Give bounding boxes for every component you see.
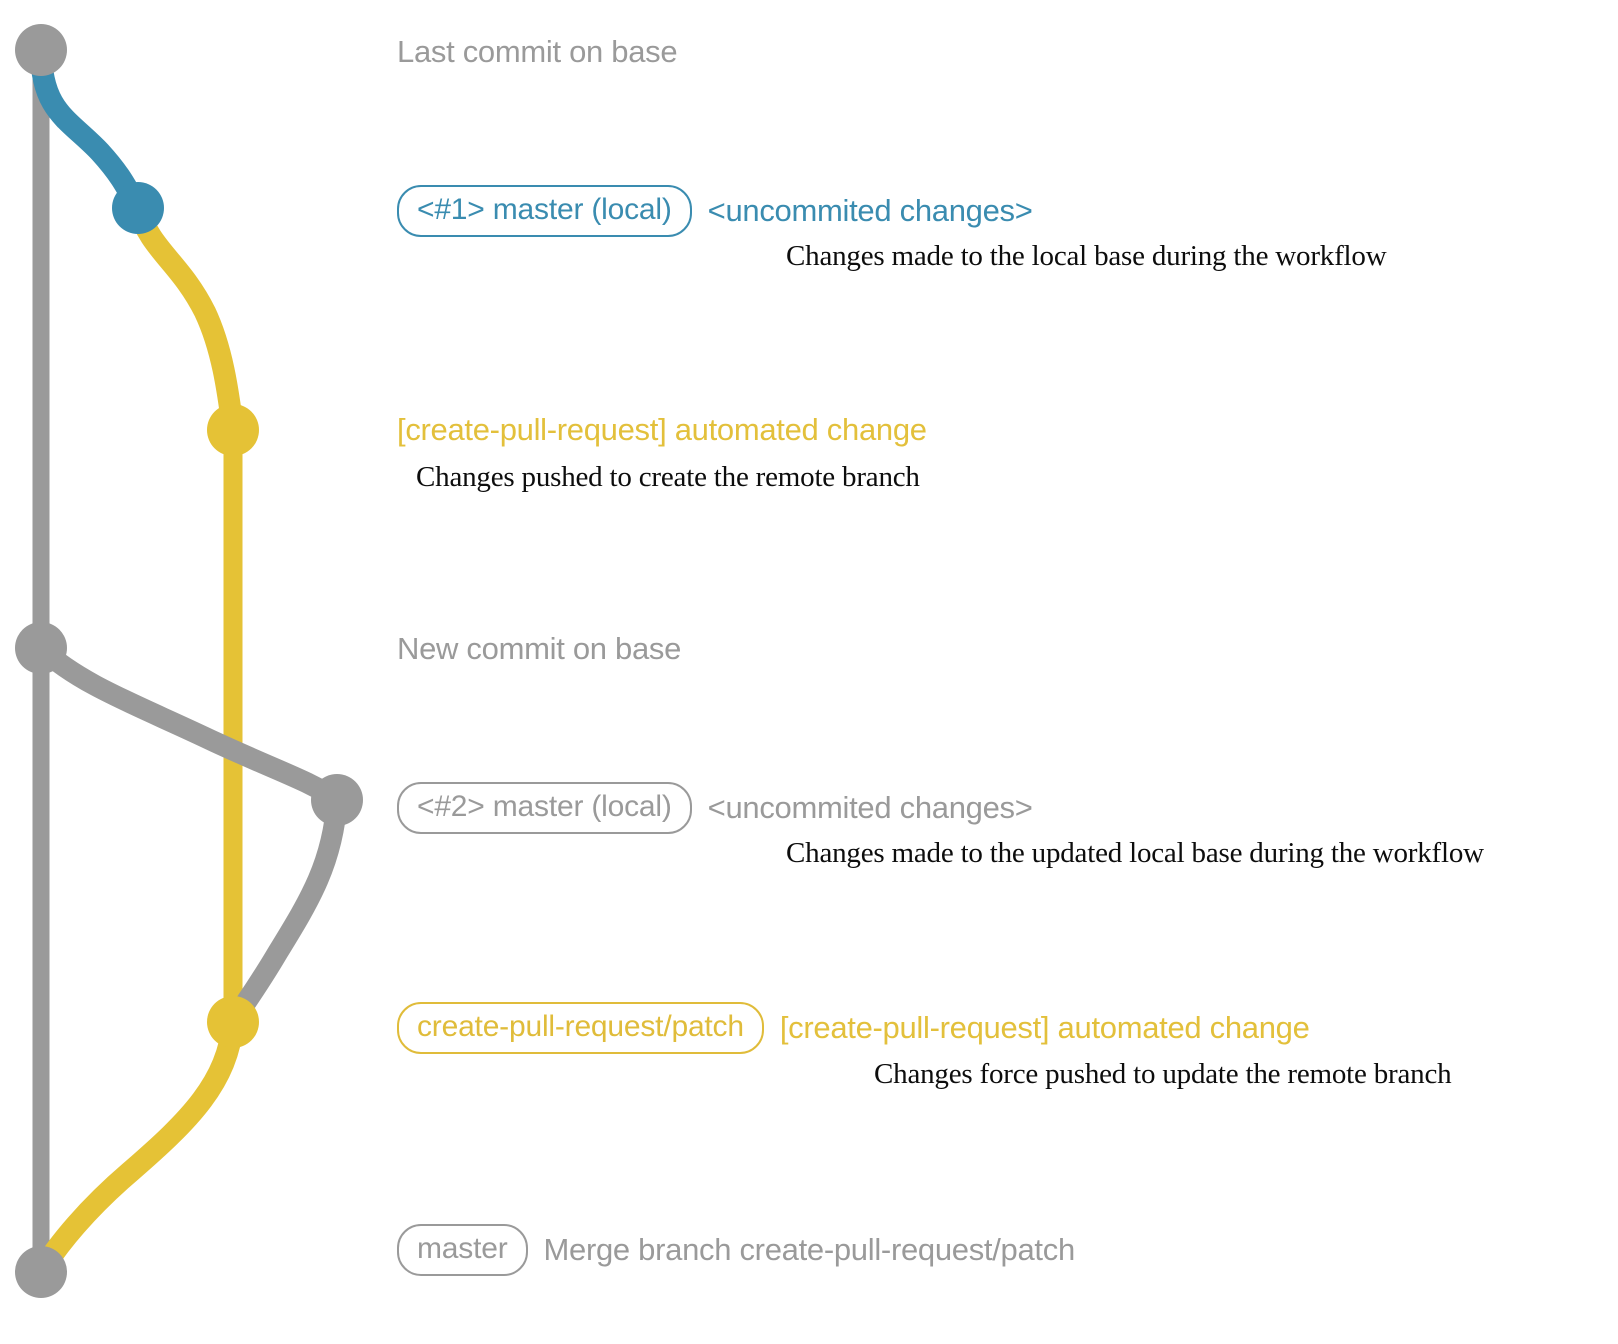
commit-subject: [create-pull-request] automated change <box>779 1009 1310 1045</box>
branch-line-patch-upper <box>127 197 244 441</box>
commit-note-master-local-2: Changes made to the updated local base d… <box>786 837 1484 869</box>
commit-subject: Last commit on base <box>397 34 678 69</box>
commit-subject: [create-pull-request] automated change <box>397 412 927 447</box>
commit-row-automated-change-2: create-pull-request/patch [create-pull-r… <box>397 1002 1310 1054</box>
branch-line-local-2 <box>30 637 348 811</box>
commit-row-last-commit-on-base: Last commit on base <box>397 34 678 70</box>
ref-badge-master[interactable]: master <box>397 1224 528 1276</box>
commit-row-merge: master Merge branch create-pull-request/… <box>397 1224 1075 1276</box>
commit-subject: New commit on base <box>397 631 682 666</box>
commit-note-master-local-1: Changes made to the local base during th… <box>786 240 1387 272</box>
commit-row-new-commit-on-base: New commit on base <box>397 631 681 667</box>
commit-node-automated-change-1[interactable] <box>207 404 259 456</box>
commit-note-automated-change-1: Changes pushed to create the remote bran… <box>416 461 920 493</box>
ref-badge-create-pull-request-patch[interactable]: create-pull-request/patch <box>397 1002 764 1054</box>
commit-node-new-commit-on-base[interactable] <box>15 622 67 674</box>
commit-node-master-local-1[interactable] <box>112 182 164 234</box>
commit-subject: Merge branch create-pull-request/patch <box>543 1231 1076 1267</box>
commit-subject: <uncommited changes> <box>707 789 1033 825</box>
commit-node-last-commit-on-base[interactable] <box>15 24 67 76</box>
ref-badge-master-local-2[interactable]: <#2> master (local) <box>397 782 692 834</box>
commit-row-automated-change-1: [create-pull-request] automated change <box>397 412 927 448</box>
commit-node-automated-change-2[interactable] <box>207 996 259 1048</box>
commit-node-merge[interactable] <box>15 1246 67 1298</box>
commit-row-master-local-2: <#2> master (local) <uncommited changes> <box>397 782 1033 834</box>
ref-badge-master-local-1[interactable]: <#1> master (local) <box>397 185 692 237</box>
branch-line-patch-merge <box>30 1011 244 1283</box>
commit-node-master-local-2[interactable] <box>311 774 363 826</box>
commit-subject: <uncommited changes> <box>707 192 1033 228</box>
commit-row-master-local-1: <#1> master (local) <uncommited changes> <box>397 185 1033 237</box>
commit-note-automated-change-2: Changes force pushed to update the remot… <box>874 1058 1452 1090</box>
